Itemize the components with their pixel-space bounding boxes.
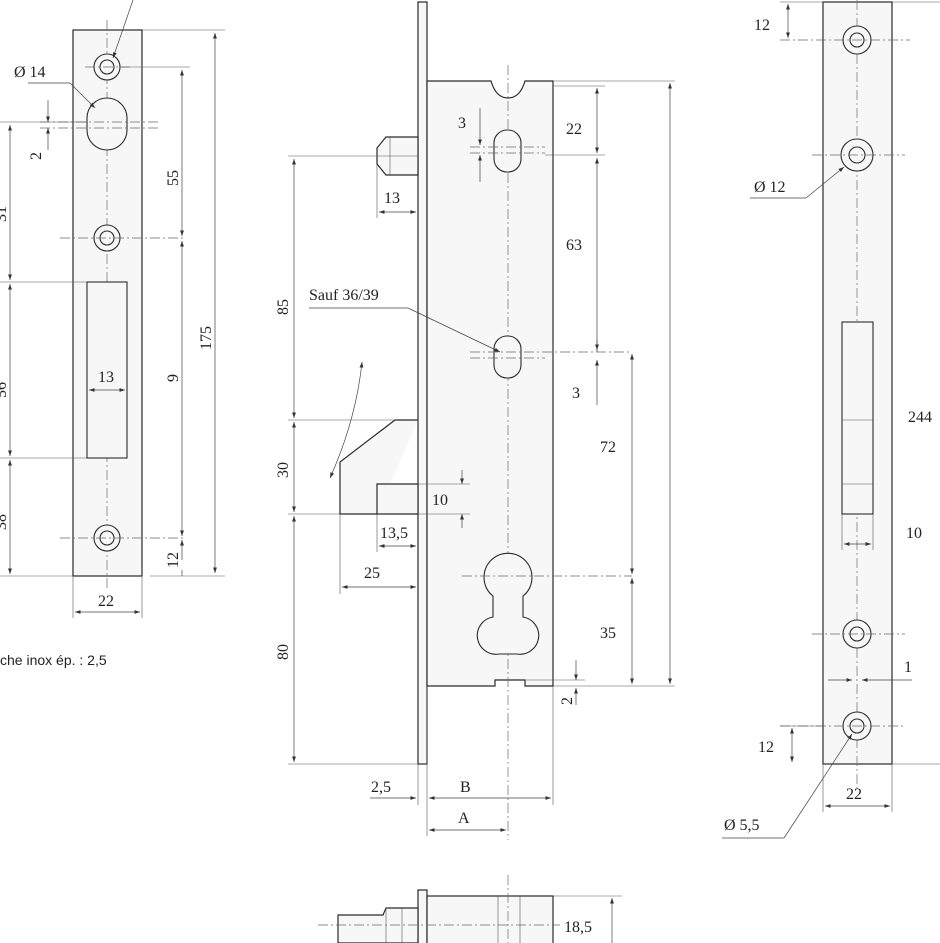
label-12-top: 12 — [754, 17, 770, 34]
label-13: 13 — [384, 190, 400, 207]
label-2-5: 2,5 — [371, 779, 391, 796]
label-a: A — [458, 810, 470, 827]
label-1: 1 — [904, 659, 912, 676]
faceplate — [417, 1, 428, 765]
label-72: 72 — [600, 439, 616, 456]
label-d14: Ø 14 — [14, 64, 46, 81]
label-85: 85 — [275, 299, 292, 315]
label-10: 10 — [432, 492, 448, 509]
lock-body-view: 3 22 63 3 72 35 2 13 — [275, 1, 675, 943]
forend-view: 12 Ø 12 244 10 1 12 22 Ø 5,5 — [722, 0, 940, 839]
label-3-lower: 3 — [572, 385, 580, 402]
label-25: 25 — [364, 565, 380, 582]
label-30: 30 — [275, 462, 292, 478]
fixing-slot-top — [493, 129, 522, 173]
oblong-hole — [86, 97, 128, 151]
label-56: 56 — [0, 382, 10, 398]
label-22: 22 — [98, 593, 114, 610]
label-55: 55 — [165, 170, 182, 186]
label-35: 35 — [600, 625, 616, 642]
label-13: 13 — [98, 369, 114, 386]
label-80: 80 — [275, 644, 292, 660]
label-63: 63 — [566, 237, 582, 254]
label-b: B — [460, 779, 471, 796]
latch-bolt — [339, 419, 419, 515]
material-note: che inox ép. : 2,5 — [0, 652, 107, 668]
label-10: 10 — [906, 525, 922, 542]
label-9: 9 — [165, 374, 182, 382]
label-38: 38 — [0, 514, 10, 530]
label-31: 31 — [0, 206, 10, 222]
cylinder-cutout — [476, 552, 540, 655]
strike-plate-view: Ø 14 2 31 56 38 55 9 12 175 13 — [0, 0, 225, 668]
label-2: 2 — [28, 152, 45, 160]
label-18-5: 18,5 — [564, 919, 592, 936]
label-13-5: 13,5 — [380, 525, 408, 542]
label-175: 175 — [198, 326, 215, 350]
label-sauf: Sauf 36/39 — [309, 287, 379, 304]
section-faceplate — [417, 889, 428, 943]
label-244: 244 — [908, 409, 932, 426]
label-12-bottom: 12 — [758, 739, 774, 756]
label-22: 22 — [566, 121, 582, 138]
label-22: 22 — [846, 786, 862, 803]
label-d12: Ø 12 — [754, 179, 786, 196]
latch-slot — [86, 281, 128, 459]
label-3-top: 3 — [458, 115, 466, 132]
lock-case — [426, 80, 554, 687]
latch-window — [841, 321, 874, 515]
section-case — [426, 895, 554, 943]
label-d5-5: Ø 5,5 — [724, 817, 760, 834]
fixing-slot-middle — [493, 335, 522, 379]
section-bolt — [337, 907, 419, 943]
label-12: 12 — [165, 552, 182, 568]
label-2: 2 — [559, 697, 576, 705]
